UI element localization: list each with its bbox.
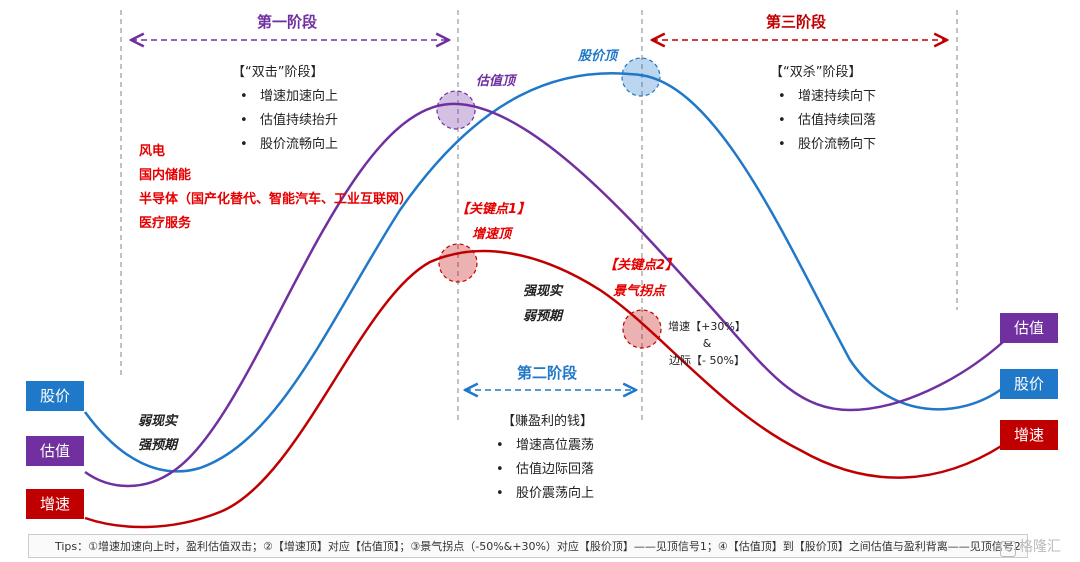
sector-item: 国内储能 — [139, 168, 192, 183]
turning-point-marker — [622, 309, 662, 349]
stage2-box: 【赚盈利的钱】 增速高位震荡 估值边际回落 股价震荡向上 — [502, 410, 594, 506]
sector-item: 医疗服务 — [139, 216, 192, 231]
margin-pct-text: 边际【- 50%】 — [669, 354, 745, 367]
stage1-item: 股价流畅向上 — [232, 133, 338, 157]
stage3-header: 【“双杀”阶段】 — [770, 65, 862, 80]
stage3-item: 增速持续向下 — [770, 85, 876, 109]
price-curve — [83, 71, 1004, 473]
legend-right-price: 股价 — [1000, 369, 1058, 399]
turning-point-label: 景气拐点 — [613, 284, 666, 299]
weak-reality-label: 弱现实 — [138, 414, 178, 429]
valuation-curve — [84, 102, 1004, 488]
stage2-item: 股价震荡向上 — [496, 482, 594, 506]
legend-right-growth: 增速 — [1000, 420, 1058, 450]
strong-expectation-label: 强预期 — [138, 438, 178, 453]
stage3-title: 第三阶段 — [766, 13, 827, 31]
stage1-header: 【“双击”阶段】 — [232, 65, 324, 80]
tips-bar: Tips：①增速加速向上时，盈利估值双击；②【增速顶】对应【估值顶】；③景气拐点… — [28, 534, 1028, 558]
stage2-item: 增速高位震荡 — [496, 434, 594, 458]
watermark-icon: G — [1000, 541, 1016, 557]
growth-curve — [84, 249, 1004, 529]
stage3-item: 股价流畅向下 — [770, 133, 876, 157]
legend-left-valuation: 估值 — [26, 436, 84, 466]
stage2-title: 第二阶段 — [517, 364, 578, 382]
stage2-item: 估值边际回落 — [496, 458, 594, 482]
sector-item: 半导体（国产化替代、智能汽车、工业互联网） — [139, 192, 413, 207]
strong-reality-label: 强现实 — [523, 284, 563, 299]
watermark-text: 格隆汇 — [1019, 539, 1061, 555]
growth-top-marker — [438, 243, 478, 283]
stage1-title: 第一阶段 — [257, 13, 318, 31]
sector-item: 风电 — [139, 144, 166, 159]
growth-top-label: 增速顶 — [472, 227, 512, 242]
stage1-item: 估值持续抬升 — [232, 109, 338, 133]
valuation-top-label: 估值顶 — [476, 74, 516, 89]
sector-list: 风电 国内储能 半导体（国产化替代、智能汽车、工业互联网） 医疗服务 — [139, 140, 412, 236]
weak-expectation-label: 弱预期 — [523, 309, 563, 324]
keypoint1-label: 【关键点1】 — [456, 202, 531, 217]
legend-left-growth: 增速 — [26, 489, 84, 519]
stage2-header: 【赚盈利的钱】 — [502, 414, 594, 429]
legend-right-valuation: 估值 — [1000, 313, 1058, 343]
price-top-marker — [621, 57, 661, 97]
stage3-item: 估值持续回落 — [770, 109, 876, 133]
amp-text: & — [702, 337, 712, 350]
stage1-box: 【“双击”阶段】 增速加速向上 估值持续抬升 股价流畅向上 — [232, 61, 338, 157]
stage1-item: 增速加速向上 — [232, 85, 338, 109]
stage3-box: 【“双杀”阶段】 增速持续向下 估值持续回落 股价流畅向下 — [770, 61, 876, 157]
keypoint2-label: 【关键点2】 — [604, 258, 679, 273]
turning-point-detail: 增速【+30%】 & 边际【- 50%】 — [668, 318, 746, 369]
growth-pct-text: 增速【+30%】 — [668, 320, 746, 333]
legend-left-price: 股价 — [26, 381, 84, 411]
price-top-label: 股价顶 — [578, 49, 618, 64]
valuation-top-marker — [436, 90, 476, 130]
